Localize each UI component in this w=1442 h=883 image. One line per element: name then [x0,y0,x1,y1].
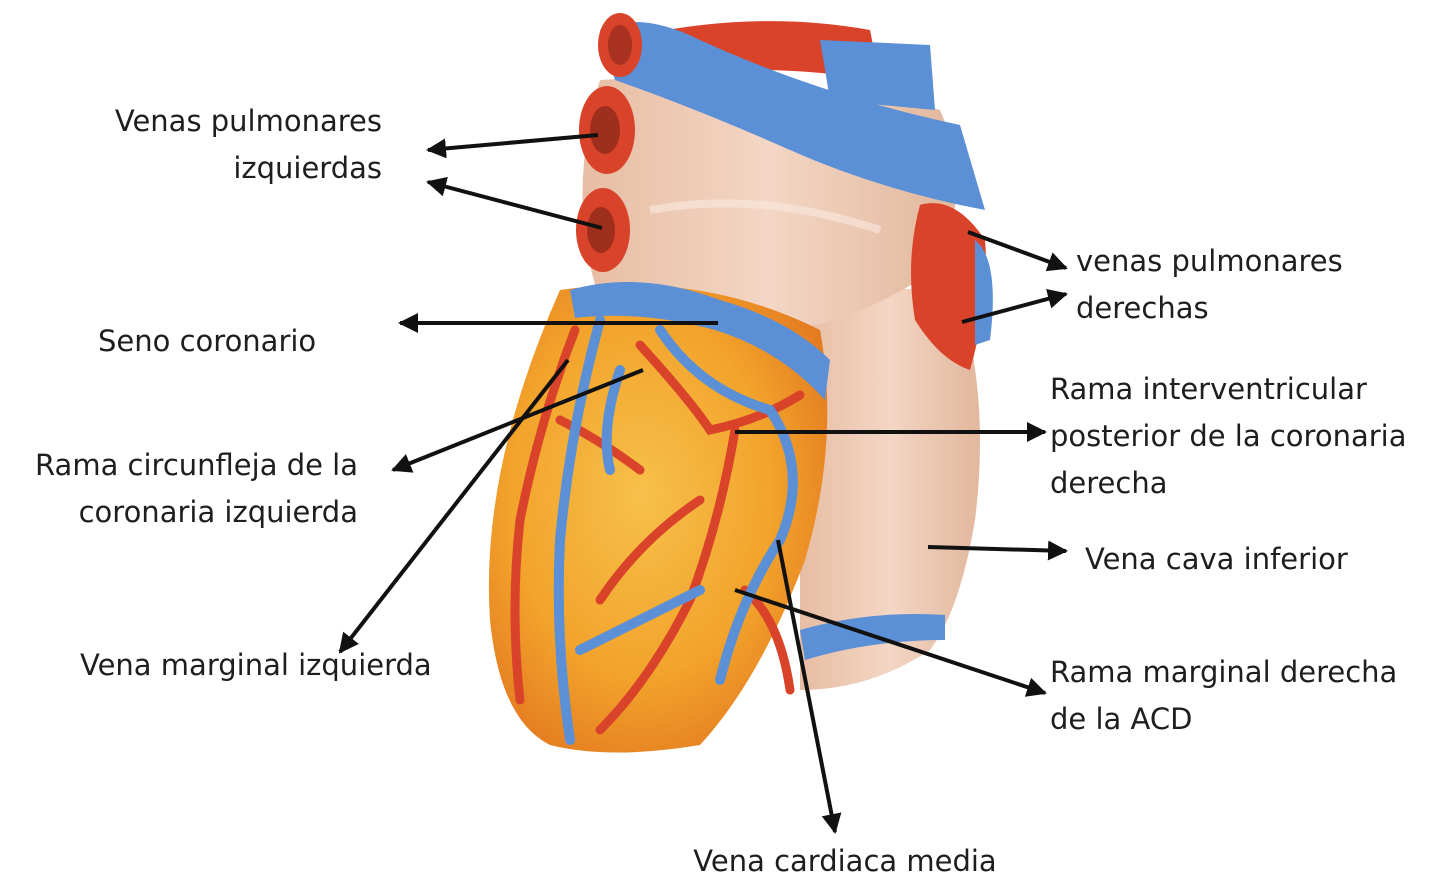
label-vena-marginal-izquierda: Vena marginal izquierda [80,642,432,689]
label-seno-coronario: Seno coronario [98,318,316,365]
label-vena-cardiaca-media: Vena cardiaca media [640,838,1050,883]
label-rama-marginal-derecha: Rama marginal derecha de la ACD [1050,649,1397,743]
label-rama-circunfleja: Rama circunfleja de la coronaria izquier… [35,442,358,536]
label-vena-cava-inferior: Vena cava inferior [1085,536,1348,583]
arrow-venas-pulmonares-izq-1 [428,135,598,150]
arrow-venas-pulmonares-izq-2 [428,182,602,228]
label-venas-pulmonares-izquierdas: Venas pulmonares izquierdas [115,98,382,192]
label-rama-interventricular-posterior: Rama interventricular posterior de la co… [1050,366,1406,507]
label-venas-pulmonares-derechas: venas pulmonares derechas [1076,238,1343,332]
